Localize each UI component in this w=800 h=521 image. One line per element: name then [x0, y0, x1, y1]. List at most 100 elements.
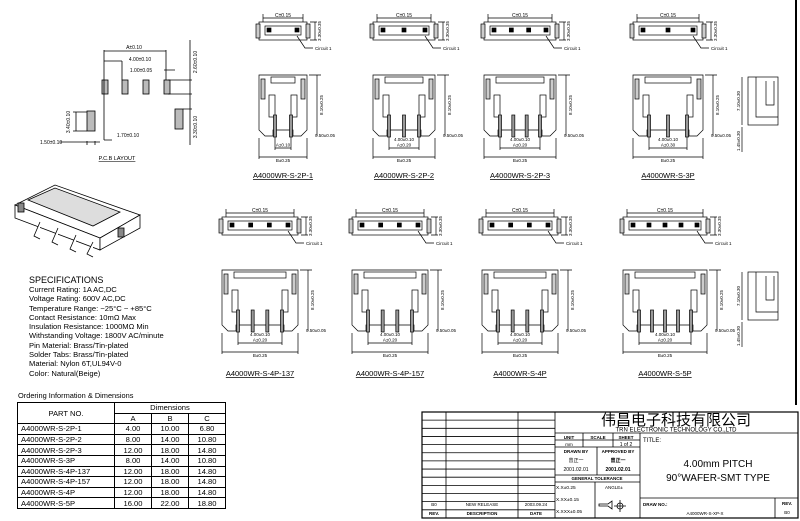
- dimension-label: GENERAL TOLERANCE: [571, 476, 622, 481]
- dimension-cell: 14.80: [188, 486, 226, 499]
- pin-contact: [665, 27, 671, 33]
- dimension-cell: 18.00: [151, 476, 189, 488]
- pin: [685, 114, 689, 138]
- dimension-label: DATE: [530, 511, 542, 516]
- pin: [510, 309, 515, 333]
- table-subheader-row: A B C: [18, 412, 226, 425]
- side-view-housing: [747, 76, 779, 126]
- spec-line: Material: Nylon 6T,UL94V-0: [29, 359, 122, 369]
- part-label: A4000WR-S-4P: [493, 369, 546, 378]
- solder-tab: [478, 218, 484, 234]
- dimension-label: B±0.25: [658, 353, 673, 358]
- dimension-label: 1.45±0.30: [736, 326, 741, 346]
- latch: [493, 94, 501, 118]
- dimension-label: A±0.10: [276, 143, 291, 148]
- dimension-label: B±0.25: [397, 158, 412, 163]
- part-label: A4000WR-S-3P: [641, 171, 694, 180]
- front-view-slot: [634, 271, 696, 279]
- dimension-cell: 4.00: [114, 423, 152, 435]
- pin: [538, 114, 542, 138]
- dimension-label: DESCRIPTION: [467, 511, 498, 516]
- pin: [637, 309, 641, 333]
- part-no-cell: A4000WR-S-4P-137: [17, 465, 115, 478]
- latch: [411, 289, 419, 313]
- dimension-lines: [376, 14, 445, 49]
- pin: [511, 114, 516, 138]
- latch: [686, 94, 694, 118]
- dimension-label: C±0.15: [512, 208, 528, 214]
- top-view-cavity: [227, 220, 293, 231]
- solder-tab: [629, 23, 635, 39]
- dimension-label: 3.30±0.35: [566, 21, 571, 41]
- border-line: [795, 0, 797, 405]
- dimension-label: 8.10±0.25: [447, 95, 452, 115]
- dimension-label: Circuit 1: [715, 241, 732, 246]
- spec-line: Temperature Range: −25°C ~ +85°C: [29, 303, 152, 313]
- pin-contact: [508, 222, 514, 228]
- pin-contact: [662, 222, 668, 228]
- spec-line: Color: Natural(Beige): [29, 368, 101, 378]
- dimension-label: 4.00±0.10: [510, 137, 530, 142]
- dimension-cell: 8.00: [114, 454, 152, 467]
- dimension-label: B±0.25: [661, 158, 676, 163]
- drawing-title: 90°WAFER-SMT TYPE: [666, 473, 770, 484]
- company-name-en: TRN ELECTRONIC TECHNOLOGY CO.,LTD: [615, 428, 737, 434]
- title-block-border: [421, 411, 799, 519]
- top-view-cavity: [489, 25, 551, 36]
- dimensions-header: Dimensions: [114, 402, 226, 414]
- pcb-pad: [142, 79, 150, 95]
- dimension-label: A±0.10: [126, 45, 142, 51]
- solder-tab: [369, 23, 375, 39]
- pin: [410, 309, 414, 333]
- latch: [642, 94, 650, 118]
- spec-line: Current Rating: 1A AC,DC: [29, 285, 117, 294]
- pcb-pad: [174, 108, 184, 130]
- solder-tab: [353, 273, 359, 295]
- spec-line: Withstanding Voltage: 1800V AC/minute: [29, 331, 164, 341]
- dimension-label: 1.70±0.10: [117, 133, 139, 139]
- dimension-label: 8.10±0.25: [319, 95, 324, 115]
- pin: [417, 114, 421, 138]
- dimension-label: C±0.15: [657, 208, 673, 214]
- part-no-cell: A4000WR-S-2P-3: [17, 444, 115, 456]
- dimension-label: X.XXX±0.05: [556, 509, 582, 515]
- part-label: A4000WR-S-4P-137: [226, 369, 294, 378]
- latch: [491, 289, 499, 313]
- dimension-label: C±0.15: [396, 13, 412, 19]
- pin-contact: [359, 222, 365, 228]
- dimension-label: 8.10±0.25: [440, 290, 445, 310]
- dimension-label: 2.60±0.10: [193, 51, 199, 73]
- pin-contact: [491, 27, 497, 33]
- dimension-label: 0.50±0.05: [711, 133, 731, 138]
- front-view-slot: [233, 271, 287, 279]
- spec-line: Pin Material: Brass/Tin-plated: [29, 340, 129, 350]
- dimension-label: 2001.02.01: [563, 467, 588, 473]
- dimension-label: 7.10±0.30: [736, 286, 741, 306]
- dimension-lines: [262, 14, 317, 49]
- dimension-label: 曾正一: [568, 457, 583, 464]
- pin-contact: [415, 222, 421, 228]
- front-view-housing: [481, 269, 559, 332]
- dimension-label: 3.30±0.10: [193, 116, 199, 138]
- solder-tab: [255, 23, 261, 39]
- front-view-slot: [384, 76, 424, 84]
- latch: [418, 94, 426, 118]
- dimension-cell: 14.80: [188, 476, 226, 488]
- dimension-lines: [351, 269, 442, 354]
- pin: [540, 309, 544, 333]
- pcb-pad: [86, 110, 96, 132]
- pin-contact: [266, 222, 272, 228]
- dimension-cell: 16.00: [114, 497, 152, 509]
- solder-tab: [223, 273, 229, 295]
- pin-contact: [422, 27, 428, 33]
- latch: [541, 289, 549, 313]
- dimension-cell: 14.80: [188, 465, 226, 478]
- latch: [268, 94, 276, 118]
